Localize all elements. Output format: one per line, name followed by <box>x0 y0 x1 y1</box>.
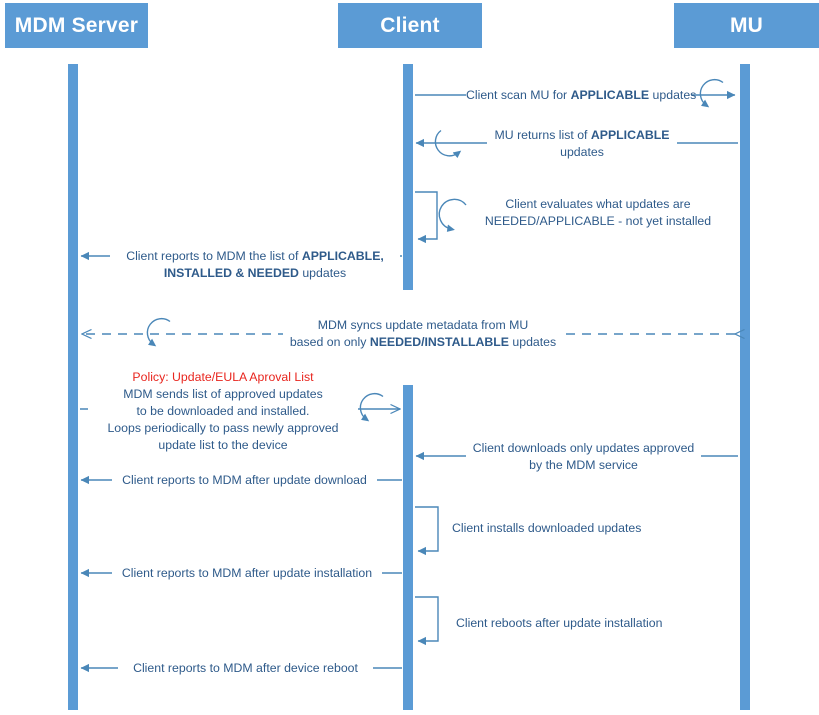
message-arrow-m9 <box>415 506 439 556</box>
message-label-m7: Client downloads only updates approved b… <box>466 440 701 474</box>
m11-line-1: Client reboots after update installation <box>456 616 663 630</box>
m6-line-2: MDM sends list of approved updates <box>123 387 323 401</box>
actor-header-mdm[interactable]: MDM Server <box>5 3 148 48</box>
message-arrow-m11 <box>415 596 439 646</box>
m8-line-1: Client reports to MDM after update downl… <box>122 473 367 487</box>
lifeline-mdm <box>68 64 78 710</box>
message-label-m11: Client reboots after update installation <box>456 615 686 632</box>
message-label-m1: Client scan MU for APPLICABLE updates <box>466 87 696 104</box>
message-label-m2: MU returns list of APPLICABLE updates <box>487 127 677 161</box>
m2-line-1: MU returns list of APPLICABLE <box>494 128 670 142</box>
actor-label-client: Client <box>380 13 440 37</box>
message-label-m5: MDM syncs update metadata from MU based … <box>283 317 563 351</box>
message-label-m12: Client reports to MDM after device reboo… <box>118 660 373 677</box>
lifeline-client-lower <box>403 385 413 710</box>
m6-line-3: to be downloaded and installed. <box>136 404 310 418</box>
message-arrow-m3 <box>415 191 467 244</box>
lifeline-mu <box>740 64 750 710</box>
m2-line-2: updates <box>560 145 604 159</box>
m5-line-1: MDM syncs update metadata from MU <box>317 318 529 332</box>
m4-line-2: INSTALLED & NEEDED updates <box>163 266 347 280</box>
m3-line-2: NEEDED/APPLICABLE - not yet installed <box>484 214 712 228</box>
m10-line-1: Client reports to MDM after update insta… <box>121 566 373 580</box>
m6-line-1: Policy: Update/EULA Aproval List <box>132 370 314 384</box>
m7-line-2: by the MDM service <box>529 458 638 472</box>
message-label-m9: Client installs downloaded updates <box>452 520 662 537</box>
lifeline-client-upper <box>403 64 413 290</box>
actor-header-mu[interactable]: MU <box>674 3 819 48</box>
message-label-m8: Client reports to MDM after update downl… <box>112 472 377 489</box>
actor-label-mdm: MDM Server <box>14 13 139 37</box>
message-label-m10: Client reports to MDM after update insta… <box>112 565 382 582</box>
actor-header-client[interactable]: Client <box>338 3 482 48</box>
m1-line-1: Client scan MU for APPLICABLE updates <box>466 88 697 102</box>
m4-line-1: Client reports to MDM the list of APPLIC… <box>126 249 384 263</box>
message-label-m3: Client evaluates what updates are NEEDED… <box>483 196 713 230</box>
m12-line-1: Client reports to MDM after device reboo… <box>133 661 358 675</box>
m7-line-1: Client downloads only updates approved <box>472 441 695 455</box>
m6-line-4: Loops periodically to pass newly approve… <box>107 421 339 435</box>
message-label-m4: Client reports to MDM the list of APPLIC… <box>110 248 400 282</box>
m9-line-1: Client installs downloaded updates <box>452 521 642 535</box>
m5-line-2: based on only NEEDED/INSTALLABLE updates <box>289 335 557 349</box>
m3-line-1: Client evaluates what updates are <box>505 197 691 211</box>
message-label-m6: Policy: Update/EULA Aproval List MDM sen… <box>88 369 358 454</box>
m6-line-5: update list to the device <box>158 438 288 452</box>
actor-label-mu: MU <box>729 13 764 37</box>
